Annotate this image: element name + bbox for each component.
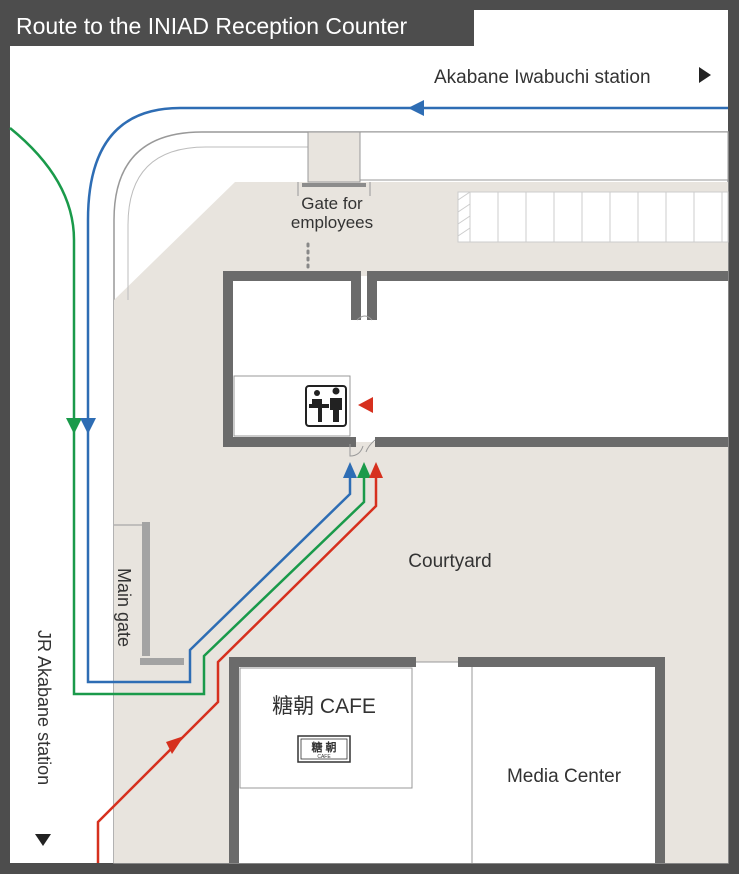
employee-gate-passage	[307, 131, 361, 183]
red-triangle-marker-icon	[358, 397, 373, 413]
arrow-down-green-icon	[66, 418, 82, 434]
jr-akabane-label: JR Akabane station	[34, 630, 54, 785]
title-bar	[0, 0, 474, 46]
arrow-upright-red-icon	[166, 736, 184, 754]
cafe-label: 糖朝 CAFE	[272, 695, 376, 718]
north-building	[359, 131, 729, 181]
courtyard-label: Courtyard	[408, 551, 491, 572]
triangle-down-icon	[35, 834, 51, 846]
route-blue	[86, 106, 728, 684]
gate-employees-label-line2: employees	[291, 213, 373, 232]
akabane-iwabuchi-label: Akabane Iwabuchi station	[434, 67, 651, 88]
main-gate-label: Main gate	[114, 568, 134, 647]
route-red	[96, 470, 378, 863]
arrow-up-red-icon	[369, 462, 383, 478]
cafe-sign-subtext: CAFE	[317, 754, 331, 760]
walkway-edge	[127, 146, 308, 300]
arrow-up-green-icon	[357, 462, 371, 478]
employee-gate	[302, 183, 366, 187]
parking-area	[457, 191, 729, 243]
reception-counter-icon	[305, 385, 347, 427]
arrow-up-blue-icon	[343, 462, 357, 478]
page-title: Route to the INIAD Reception Counter	[16, 13, 408, 39]
main-building	[223, 271, 728, 457]
arrow-down-blue-icon	[80, 418, 96, 434]
media-center-label: Media Center	[507, 766, 622, 787]
gate-employees-label-line1: Gate for	[301, 194, 363, 213]
cafe-sign-text: 糖 朝	[311, 740, 336, 754]
main-gate	[114, 522, 184, 665]
triangle-right-icon	[699, 67, 711, 83]
arrow-left-blue-icon	[408, 100, 424, 116]
cafe-sign-icon: 糖 朝 CAFE	[297, 735, 351, 763]
route-green	[9, 127, 366, 696]
